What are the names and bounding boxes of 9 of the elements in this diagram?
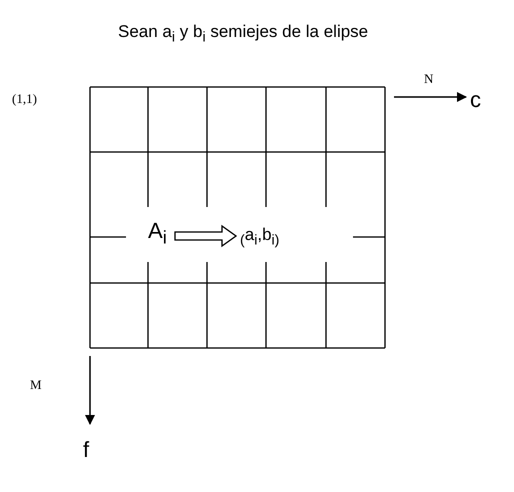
math-label: $_{(}$a$_{i}$,b$_{i)}$ (240, 226, 280, 248)
axis-label: c (470, 89, 481, 111)
axis-label: M (30, 378, 42, 391)
block-arrow (174, 224, 238, 248)
axis-label: N (424, 72, 434, 85)
axis-label: f (83, 439, 90, 461)
coordinate-label: (1,1) (12, 92, 37, 105)
math-label: A$_{i}$ (148, 220, 167, 247)
title: Sean a$_{i}$ y b$_{i}$ semiejes de la elipse (118, 23, 368, 45)
